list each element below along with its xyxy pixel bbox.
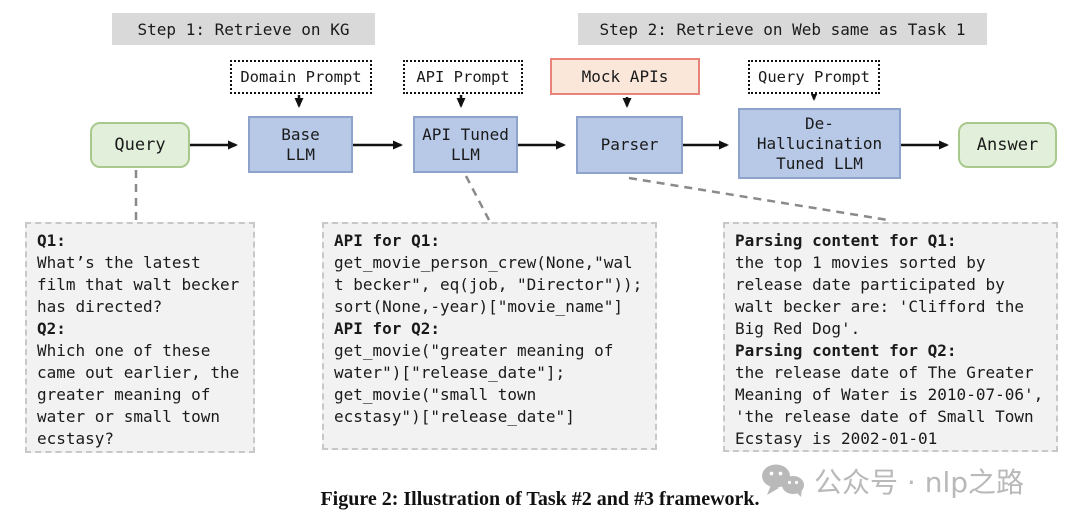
questions-callout: Q1: What’s the latest film that walt bec… [25,222,255,453]
mock-apis-box: Mock APIs [550,58,700,95]
figure-caption-text: Figure 2: Illustration of Task #2 and #3… [320,488,760,510]
base-llm-label: Base LLM [281,124,320,164]
query-prompt-box: Query Prompt [748,60,880,94]
q1-text: What’s the latest film that walt becker … [37,253,240,316]
step1-label: Step 1: Retrieve on KG [137,19,350,39]
api-q1-text: get_movie_person_crew(None,"wal t becker… [334,253,643,316]
query-prompt-label: Query Prompt [758,68,870,86]
q2-label: Q2: [37,319,66,338]
domain-prompt-label: Domain Prompt [240,68,362,86]
parsing-content-callout: Parsing content for Q1: the top 1 movies… [723,222,1058,452]
parser-label: Parser [600,135,659,154]
figure-caption: Figure 2: Illustration of Task #2 and #3… [0,488,1080,511]
api-calls-callout: API for Q1: get_movie_person_crew(None,"… [322,222,657,450]
api-q2-text: get_movie("greater meaning of water")["r… [334,341,614,426]
de-hallucination-llm-node: De- Hallucination Tuned LLM [738,108,901,179]
step1-header: Step 1: Retrieve on KG [112,13,375,45]
q1-label: Q1: [37,231,66,250]
parsing-q1-label: Parsing content for Q1: [735,231,957,250]
api-prompt-box: API Prompt [403,60,523,94]
api-tuned-llm-label: API Tuned LLM [422,124,509,164]
step2-header: Step 2: Retrieve on Web same as Task 1 [578,13,987,45]
query-node: Query [90,122,190,168]
base-llm-node: Base LLM [248,116,353,173]
parsing-q2-text: the release date of The Greater Meaning … [735,363,1044,448]
wechat-icon [762,464,804,497]
q2-text: Which one of these came out earlier, the… [37,341,240,448]
query-node-label: Query [114,135,166,155]
parsing-q2-label: Parsing content for Q2: [735,341,957,360]
parser-node: Parser [576,116,683,174]
api-q2-label: API for Q2: [334,319,440,338]
answer-node: Answer [958,122,1057,168]
parsing-q1-text: the top 1 movies sorted by release date … [735,253,1024,338]
api-q1-label: API for Q1: [334,231,440,250]
mock-apis-label: Mock APIs [581,67,669,86]
watermark: 公众号 · nlp之路 [760,461,1024,501]
de-hallucination-llm-label: De- Hallucination Tuned LLM [756,113,883,173]
watermark-text: 公众号 · nlp之路 [814,466,1025,499]
api-tuned-llm-node: API Tuned LLM [413,116,518,173]
domain-prompt-box: Domain Prompt [230,60,372,94]
step2-label: Step 2: Retrieve on Web same as Task 1 [599,19,966,39]
answer-node-label: Answer [976,135,1039,155]
api-prompt-label: API Prompt [416,68,510,86]
